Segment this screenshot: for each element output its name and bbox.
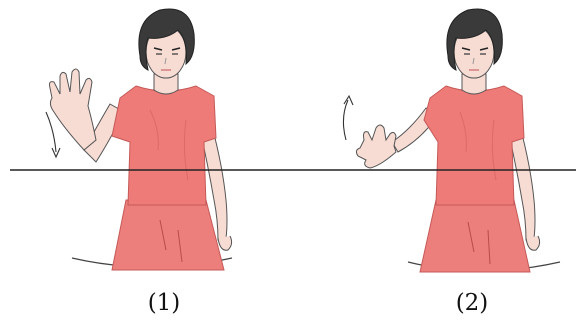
figure-1	[46, 9, 232, 270]
figure-2	[343, 9, 560, 272]
shirt-2	[424, 86, 524, 205]
skirt-1	[112, 200, 224, 270]
caption-panel-2: (2)	[432, 289, 512, 317]
arrow-down-icon	[46, 112, 56, 152]
arrow-up-icon	[343, 100, 348, 140]
hand-raised-1	[50, 69, 97, 150]
skirt-2	[420, 200, 530, 272]
caption-panel-1: (1)	[124, 289, 204, 317]
shirt-1	[112, 86, 216, 205]
hand-forward-2	[356, 125, 396, 168]
